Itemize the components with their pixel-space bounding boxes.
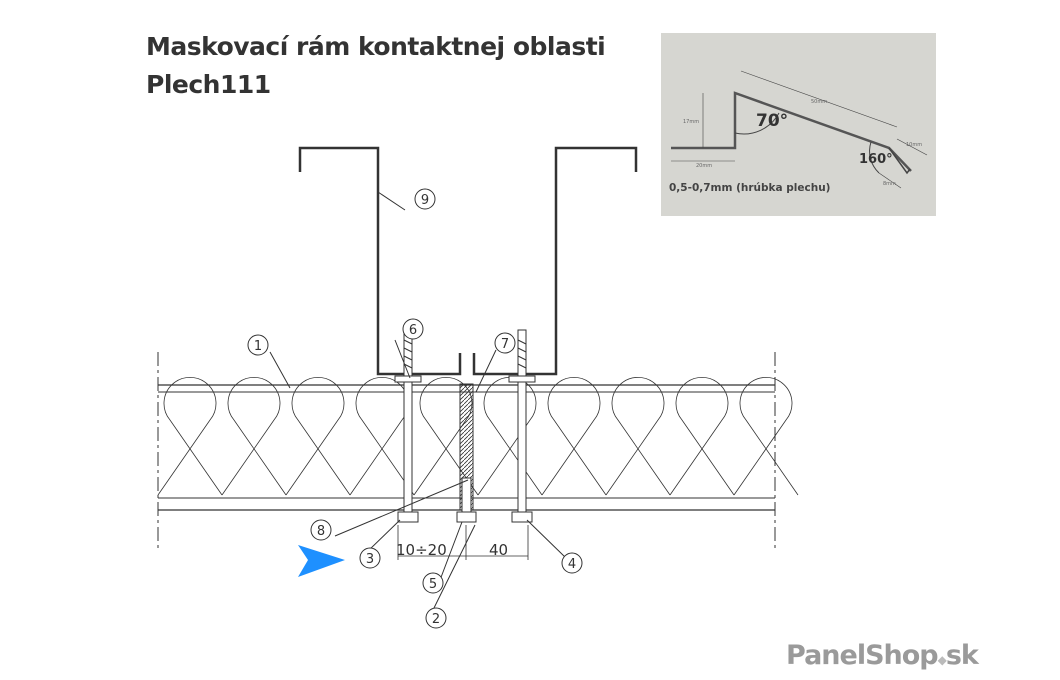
insulation-fiber xyxy=(733,376,799,496)
panelshop-logo: PanelShop◆sk xyxy=(786,640,979,671)
angle-160-label: 160° xyxy=(859,152,893,167)
dim-8mm: 8mm xyxy=(883,181,896,187)
callout-9: 9 xyxy=(414,188,436,210)
callout-number: 8 xyxy=(317,524,325,539)
callout-number: 7 xyxy=(501,337,509,352)
screw-right xyxy=(508,329,536,523)
callout-number: 9 xyxy=(421,193,429,208)
dim-17mm: 17mm xyxy=(683,119,699,125)
callout-number: 6 xyxy=(409,323,417,338)
mineral-wool-core xyxy=(157,376,799,496)
callout-number: 3 xyxy=(366,552,374,567)
callout-2: 2 xyxy=(425,607,447,629)
insulation-fiber xyxy=(541,376,607,496)
insulation-fiber xyxy=(669,376,735,496)
callout-7: 7 xyxy=(494,332,516,354)
flashing-profile-right xyxy=(472,146,638,376)
title-line-1: Maskovací rám kontaktnej oblasti xyxy=(146,32,606,61)
callout-number: 1 xyxy=(254,339,262,354)
insulation-fiber xyxy=(605,376,671,496)
callout-3: 3 xyxy=(359,547,381,569)
insulation-fiber xyxy=(221,376,287,496)
angle-70-label: 70° xyxy=(756,111,788,131)
dim-gap: 10÷20 xyxy=(396,541,447,559)
thickness-note: 0,5-0,7mm (hrúbka plechu) xyxy=(669,182,830,194)
screw-left xyxy=(394,329,422,523)
insulation-fiber xyxy=(285,376,351,496)
pointer-arrow xyxy=(298,545,345,577)
callout-1: 1 xyxy=(247,334,269,356)
callout-number: 2 xyxy=(432,612,440,627)
callout-number: 4 xyxy=(568,557,576,572)
dim-50mm: 50mm xyxy=(811,99,827,105)
callout-8: 8 xyxy=(310,519,332,541)
dim-10mm: 10mm xyxy=(906,142,922,148)
profile-inset: 70° 160° 17mm 20mm 50mm 10mm 8mm 0,5-0,7… xyxy=(661,33,936,216)
logo-name: PanelShop xyxy=(786,640,939,671)
callout-4: 4 xyxy=(561,552,583,574)
dim-20mm: 20mm xyxy=(696,163,712,169)
flashing-profile-left xyxy=(298,146,462,376)
insulation-fiber xyxy=(477,376,543,496)
callout-number: 5 xyxy=(429,577,437,592)
logo-tld: sk xyxy=(945,640,979,671)
callout-6: 6 xyxy=(402,318,424,340)
insulation-fiber xyxy=(157,376,223,496)
title-line-2: Plech111 xyxy=(146,70,271,99)
bottom-fastener xyxy=(456,477,477,523)
dim-offset: 40 xyxy=(489,541,508,559)
callout-5: 5 xyxy=(422,572,444,594)
